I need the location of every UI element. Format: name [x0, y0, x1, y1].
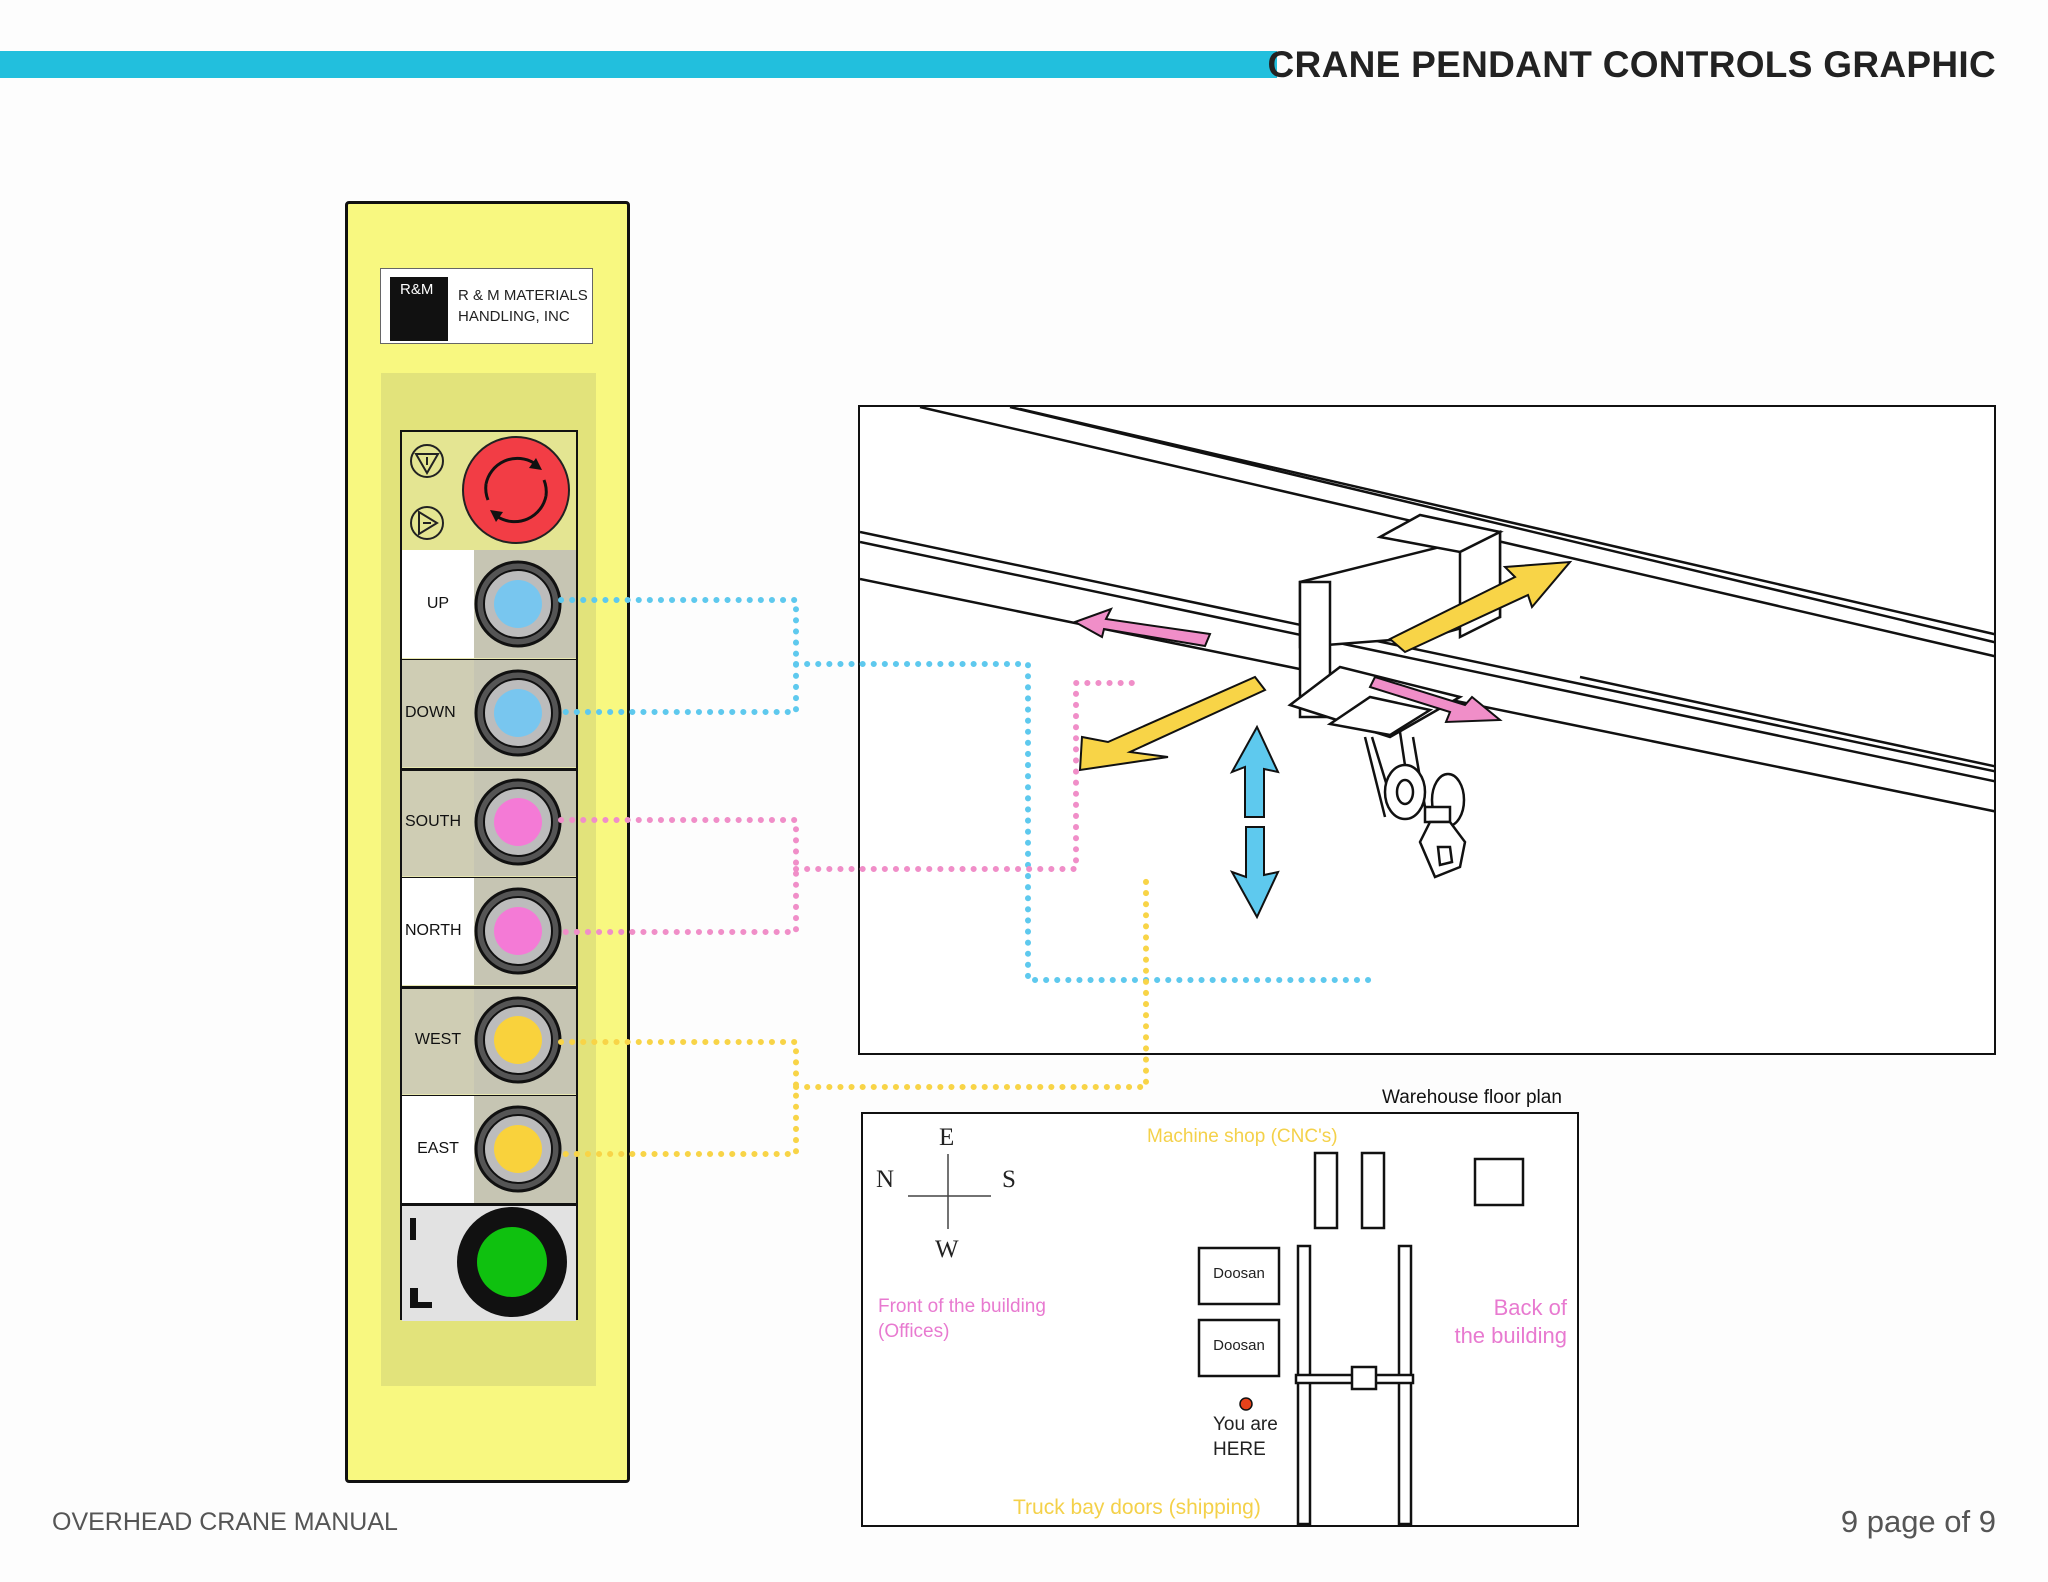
doosan-label-2: Doosan — [1213, 1337, 1265, 1354]
south-button[interactable] — [474, 768, 576, 876]
logo-line-2: HANDLING, INC — [458, 308, 570, 325]
manufacturer-logo: R&M R & M MATERIALS HANDLING, INC — [380, 268, 593, 344]
up-button[interactable] — [474, 550, 576, 658]
truck-bay-label: Truck bay doors (shipping) — [1013, 1496, 1261, 1519]
button-label-up: UP — [402, 550, 474, 658]
crane-illustration — [858, 405, 1996, 1055]
trolley-marker — [1350, 1365, 1378, 1391]
compass-icon — [908, 1154, 991, 1229]
logo-line-1: R & M MATERIALS — [458, 287, 588, 304]
bridge-arrow-west — [1078, 675, 1267, 772]
compass-west: W — [935, 1236, 959, 1263]
here-line-2: HERE — [1213, 1439, 1266, 1460]
logo-mark: R&M — [390, 277, 448, 341]
back-label-line-1: Back of — [1493, 1295, 1567, 1320]
button-label-text: UP — [426, 595, 450, 612]
button-cell-west — [474, 986, 576, 1094]
back-of-building-label: Back of the building — [1454, 1294, 1567, 1350]
logo-text: R & M MATERIALS HANDLING, INC — [458, 285, 588, 327]
button-cell-down — [474, 659, 576, 767]
floor-plan-graphics — [908, 1151, 1525, 1525]
you-are-here-marker — [1239, 1397, 1253, 1411]
button-column: UP DOWN SOUTH NORTH WEST EAST — [400, 430, 578, 1321]
compass-north: N — [876, 1166, 895, 1193]
floor-plan-caption: Warehouse floor plan — [1382, 1087, 1562, 1108]
north-button[interactable] — [474, 877, 576, 985]
manual-title: OVERHEAD CRANE MANUAL — [52, 1508, 398, 1536]
here-line-1: You are — [1213, 1414, 1278, 1435]
hoist-arrow-up — [1229, 724, 1280, 818]
east-button[interactable] — [474, 1095, 576, 1203]
crane-hook — [1363, 731, 1467, 879]
row-divider — [402, 877, 576, 878]
button-label-text: EAST — [417, 1140, 459, 1157]
page-number: 9 page of 9 — [1840, 1504, 1996, 1539]
emergency-stop-cell — [402, 432, 576, 552]
compass-south: S — [1002, 1166, 1016, 1193]
compass-east: E — [939, 1124, 955, 1151]
doosan-machine-2 — [1197, 1318, 1281, 1378]
button-cell-north — [474, 877, 576, 985]
front-label-line-2: (Offices) — [878, 1321, 950, 1342]
runway-rail-left — [1296, 1244, 1312, 1525]
down-button[interactable] — [474, 659, 576, 767]
button-label-text: WEST — [414, 1031, 462, 1048]
hoist-arrow-down — [1229, 826, 1280, 920]
twist-release-icon — [484, 456, 548, 524]
warehouse-floor-plan: E N S W Machine shop (CNC's) Front of th… — [861, 1112, 1579, 1527]
cnc-machine-2 — [1360, 1151, 1386, 1230]
button-cell-east — [474, 1095, 576, 1203]
button-label-text: DOWN — [405, 704, 456, 721]
page-title: CRANE PENDANT CONTROLS GRAPHIC — [1267, 44, 1996, 85]
button-label-south: SOUTH — [402, 768, 474, 876]
header-accent-bar — [0, 51, 1277, 78]
button-cell-up — [474, 550, 576, 658]
machine-shop-label: Machine shop (CNC's) — [1147, 1126, 1338, 1147]
doosan-machine-1 — [1197, 1246, 1281, 1306]
button-label-down: DOWN — [402, 659, 474, 767]
row-divider — [402, 768, 576, 771]
button-label-north: NORTH — [402, 877, 474, 985]
start-symbol-icon — [410, 1218, 432, 1308]
west-button[interactable] — [474, 986, 576, 1094]
emergency-stop-graphic — [410, 436, 570, 544]
start-cell — [402, 1203, 576, 1321]
button-label-west: WEST — [402, 986, 474, 1094]
row-divider — [402, 986, 576, 989]
front-of-building-label: Front of the building (Offices) — [878, 1294, 1046, 1344]
trolley-arrow-south — [1368, 675, 1503, 724]
button-label-text: SOUTH — [405, 813, 461, 830]
cnc-machine-1 — [1313, 1151, 1339, 1230]
stop-warning-icon — [410, 444, 444, 478]
storage-box — [1473, 1157, 1525, 1207]
front-label-line-1: Front of the building — [878, 1296, 1046, 1317]
you-are-here-label: You are HERE — [1213, 1412, 1278, 1462]
doosan-label-1: Doosan — [1213, 1265, 1265, 1282]
trolley-arrow-north — [1072, 607, 1212, 648]
runway-rail-right — [1397, 1244, 1413, 1525]
back-label-line-2: the building — [1454, 1323, 1567, 1348]
emergency-stop-button[interactable] — [462, 436, 570, 544]
crane-illustration-svg — [860, 407, 1994, 920]
bridge-arrow-east — [1388, 560, 1573, 654]
release-warning-icon — [410, 506, 444, 540]
button-label-east: EAST — [402, 1095, 474, 1203]
button-cell-south — [474, 768, 576, 876]
row-divider — [402, 1095, 576, 1096]
row-divider — [402, 659, 576, 660]
button-label-text: NORTH — [405, 922, 462, 939]
